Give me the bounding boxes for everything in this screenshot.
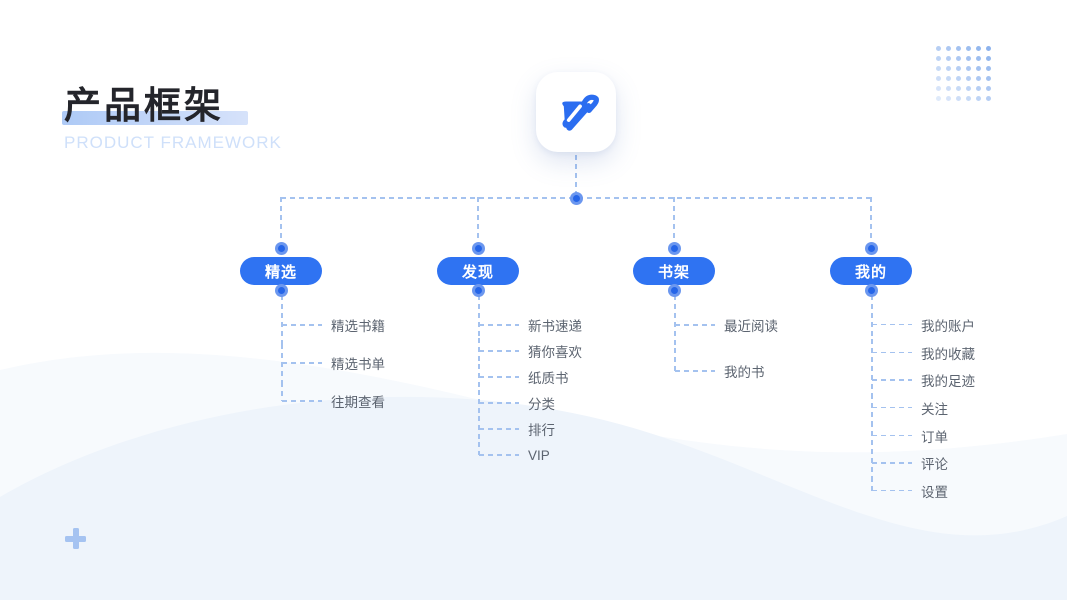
connector-dot xyxy=(274,242,288,255)
app-logo-icon xyxy=(562,94,599,131)
branch-drop-line xyxy=(280,197,282,242)
tree-leaf-item: 我的账户 xyxy=(871,295,975,339)
branch-node-pill: 我的 xyxy=(830,257,912,285)
tree-leaf-item: 最近阅读 xyxy=(674,295,778,348)
tree-leaf-item: 精选书单 xyxy=(281,344,385,382)
connector-dot xyxy=(274,284,288,297)
branch-drop-line xyxy=(477,197,479,242)
tree-leaf-item: 我的足迹 xyxy=(871,366,975,394)
title-block: 产品框架 PRODUCT FRAMEWORK xyxy=(62,85,282,153)
branch-item-list: 最近阅读我的书 xyxy=(674,295,778,394)
branch-drop-line xyxy=(870,197,872,242)
tree-leaf-item: 精选书籍 xyxy=(281,295,385,344)
branch-node-pill: 精选 xyxy=(240,257,322,285)
branch-item-list: 我的账户我的收藏我的足迹关注订单评论设置 xyxy=(871,295,975,505)
tree-leaf-item: VIP xyxy=(478,442,582,468)
connector-dot xyxy=(667,284,681,297)
connector-dot xyxy=(471,242,485,255)
dot-grid-icon xyxy=(936,46,991,101)
connector-dot-center xyxy=(569,191,583,205)
branch-node-pill: 发现 xyxy=(437,257,519,285)
tree-leaf-item: 纸质书 xyxy=(478,364,582,390)
tree-leaf-item: 猜你喜欢 xyxy=(478,338,582,364)
tree-leaf-item: 新书速递 xyxy=(478,295,582,338)
title-highlight-bar xyxy=(62,111,248,125)
logo-stem-line xyxy=(575,155,577,196)
app-logo xyxy=(536,72,616,152)
branch-item-list: 精选书籍精选书单往期查看 xyxy=(281,295,385,420)
connector-dot xyxy=(864,242,878,255)
tree-leaf-item: 排行 xyxy=(478,416,582,442)
page-title: 产品框架 xyxy=(64,85,224,126)
tree-leaf-item: 设置 xyxy=(871,477,975,505)
branch-node-pill: 书架 xyxy=(633,257,715,285)
plus-icon xyxy=(65,528,86,549)
connector-dot xyxy=(471,284,485,297)
connector-dot xyxy=(864,284,878,297)
tree-leaf-item: 我的收藏 xyxy=(871,338,975,367)
tree-leaf-item: 分类 xyxy=(478,390,582,416)
tree-leaf-item: 我的书 xyxy=(674,348,778,394)
tree-leaf-item: 关注 xyxy=(871,394,975,422)
branch-drop-line xyxy=(673,197,675,242)
tree-leaf-item: 评论 xyxy=(871,449,975,477)
tree-leaf-item: 订单 xyxy=(871,421,975,450)
connector-dot xyxy=(667,242,681,255)
page-subtitle: PRODUCT FRAMEWORK xyxy=(64,133,282,152)
tree-leaf-item: 往期查看 xyxy=(281,382,385,420)
